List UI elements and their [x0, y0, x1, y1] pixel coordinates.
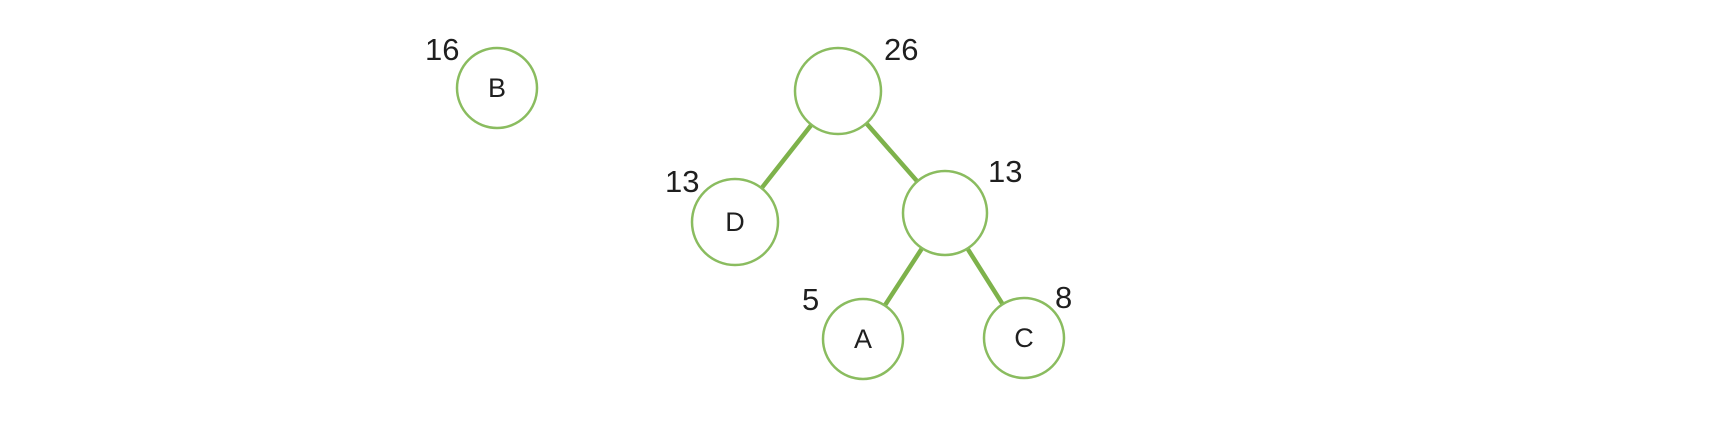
node-a[interactable]: A 5	[802, 282, 905, 381]
node-a-circle[interactable]	[821, 297, 905, 381]
node-c-weight: 8	[1055, 280, 1072, 315]
node-c-label: C	[1014, 323, 1034, 353]
node-a-label: A	[854, 324, 872, 354]
node-c-circle[interactable]	[982, 296, 1066, 380]
node-a-weight: 5	[802, 282, 819, 317]
node-d[interactable]: D 13	[665, 164, 780, 267]
node-root-circle[interactable]	[793, 46, 883, 136]
node-c[interactable]: C 8	[982, 280, 1072, 380]
node-root-weight: 26	[884, 32, 918, 67]
node-internal-weight: 13	[988, 154, 1022, 189]
node-internal-circle[interactable]	[901, 169, 989, 257]
node-b-label: B	[488, 73, 506, 103]
node-b-circle[interactable]	[455, 46, 539, 130]
node-b-weight: 16	[425, 32, 459, 67]
node-root[interactable]: 26	[793, 32, 918, 136]
node-d-circle[interactable]	[690, 177, 780, 267]
node-d-label: D	[725, 207, 745, 237]
node-internal[interactable]: 13	[901, 154, 1022, 257]
node-b[interactable]: B 16	[425, 32, 539, 130]
node-d-weight: 13	[665, 164, 699, 199]
